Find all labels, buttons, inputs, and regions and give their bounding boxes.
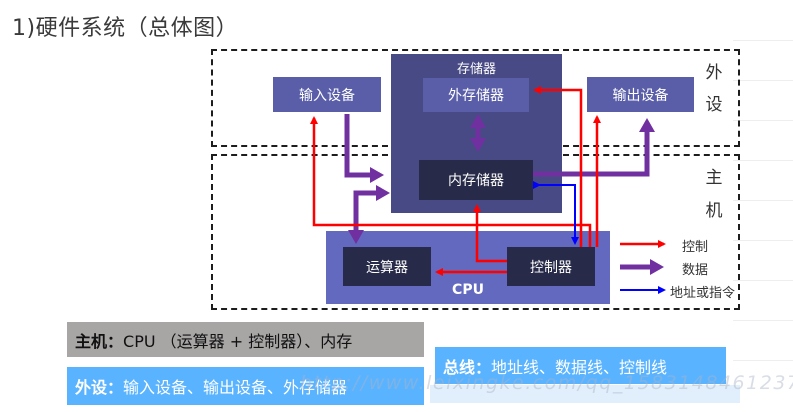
legend-address-label: 地址或指令: [670, 286, 736, 301]
output-device-block: 输出设备: [587, 77, 694, 112]
legend-data-label: 数据: [682, 263, 709, 278]
cpu-label: CPU: [452, 282, 484, 298]
host-summary: 主机： CPU （运算器 + 控制器）、内存: [67, 322, 424, 357]
internal-storage-block: 内存储器: [419, 160, 533, 200]
peripheral-summary-key: 外设：: [75, 378, 124, 397]
peripheral-zone-label-2: 设: [705, 95, 723, 115]
bus-summary: 总线： 地址线、数据线、控制线: [435, 347, 726, 384]
host-summary-key: 主机：: [75, 331, 124, 351]
peripheral-zone-label-1: 外: [705, 63, 723, 83]
control-wire-to-int-storage: [473, 204, 507, 263]
control-unit-block: 控制器: [507, 247, 595, 286]
bus-summary-value: 地址线、数据线、控制线: [491, 357, 668, 377]
data-wire-input-to-memory: [344, 114, 384, 183]
watermark: http://www.leixingke.com/qq_158314846123…: [300, 372, 793, 394]
peripheral-summary-value: 输入设备、输出设备、外存储器: [123, 378, 348, 397]
data-wire-alu-memory: [348, 185, 390, 244]
control-wire-to-input: [310, 116, 592, 247]
address-wire-int-storage-control: [533, 181, 579, 245]
host-zone-label-1: 主: [705, 168, 723, 188]
control-wire-to-ext-storage: [533, 86, 583, 247]
alu-block: 运算器: [343, 247, 431, 286]
host-zone-label-2: 机: [705, 201, 723, 221]
input-device-block: 输入设备: [273, 77, 381, 112]
legend-control-label: 控制: [682, 240, 709, 255]
host-summary-value: CPU （运算器 + 控制器）、内存: [123, 331, 353, 351]
memory-group-label: 存储器: [456, 62, 496, 77]
page-title: 1)硬件系统（总体图）: [12, 16, 239, 41]
data-wire-memory-to-output: [533, 118, 655, 177]
external-storage-block: 外存储器: [423, 78, 529, 112]
bus-summary-key: 总线：: [443, 357, 492, 377]
peripheral-summary: 外设： 输入设备、输出设备、外存储器: [67, 367, 424, 405]
watermark-band: [430, 385, 740, 403]
